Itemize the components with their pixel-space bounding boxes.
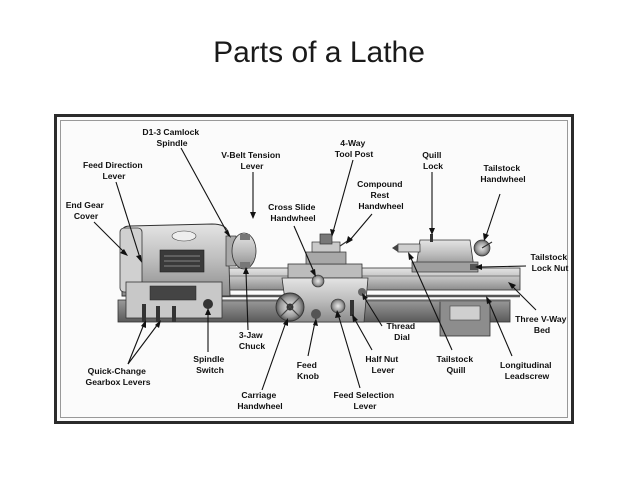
leader-four-way-tool-post xyxy=(332,159,354,233)
arrowhead-v-belt-tension-lever xyxy=(250,212,256,219)
leader-feed-direction-lever xyxy=(115,181,141,259)
label-feed-selection-lever: Feed Selection Lever xyxy=(333,390,396,411)
gearbox-lever-3 xyxy=(172,306,176,322)
speed-chart-grid xyxy=(164,255,200,267)
thread-dial-graphic xyxy=(358,288,366,296)
arrowhead-longitudinal-leadscrew xyxy=(486,296,492,304)
arrowhead-tailstock-handwheel xyxy=(483,233,489,241)
part-labels: D1-3 Camlock Spindle Feed Direction Leve… xyxy=(66,127,569,411)
feed-knob-graphic xyxy=(311,309,321,319)
tailstock-center xyxy=(392,244,398,252)
leader-quick-change-gearbox-levers-2 xyxy=(127,323,159,365)
leader-end-gear-cover xyxy=(93,221,125,253)
leader-carriage-handwheel xyxy=(261,321,287,391)
label-three-v-way-bed: Three V-Way Bed xyxy=(515,314,569,335)
arrowhead-feed-knob xyxy=(313,318,318,326)
arrowhead-end-gear-cover xyxy=(120,249,128,256)
pedestal-plate xyxy=(449,305,481,321)
leader-thread-dial xyxy=(363,296,383,327)
arrowhead-feed-selection-lever xyxy=(335,310,341,318)
tool-post xyxy=(319,233,333,245)
slide-title: Parts of a Lathe xyxy=(213,36,425,69)
carriage-saddle xyxy=(287,263,363,279)
leader-cross-slide-handwheel xyxy=(293,225,315,273)
label-half-nut-lever: Half Nut Lever xyxy=(365,354,400,375)
leader-three-jaw-chuck xyxy=(245,271,249,331)
leader-feed-selection-lever xyxy=(337,313,361,389)
arrowhead-spindle-switch xyxy=(205,308,211,315)
chuck-jaw-top xyxy=(240,234,250,240)
label-cross-slide-handwheel: Cross Slide Handwheel xyxy=(268,202,318,223)
arrowhead-thread-dial xyxy=(362,293,368,300)
arrowhead-tailstock-quill xyxy=(408,252,414,260)
label-spindle-switch: Spindle Switch xyxy=(193,354,226,375)
label-carriage-handwheel: Carriage Handwheel xyxy=(237,390,282,411)
arrowhead-feed-direction-lever xyxy=(136,255,142,263)
arrowhead-d1-3-camlock-spindle xyxy=(224,230,231,238)
carriage-handwheel-spoke-2 xyxy=(279,296,301,318)
label-tailstock-lock-nut: Tailstock Lock Nut xyxy=(530,252,569,273)
tailstock-handwheel-handle xyxy=(481,241,493,249)
label-end-gear-cover: End Gear Cover xyxy=(66,200,107,221)
label-feed-direction-lever: Feed Direction Lever xyxy=(83,160,145,181)
leader-lines xyxy=(93,147,537,391)
arrowhead-three-jaw-chuck xyxy=(243,267,249,274)
chuck-body xyxy=(231,232,257,270)
arrowhead-quill-lock xyxy=(429,228,435,235)
arrowhead-half-nut-lever xyxy=(352,314,358,322)
arrowhead-four-way-tool-post xyxy=(330,229,335,237)
arrowhead-quick-change-gearbox-levers xyxy=(141,320,146,328)
label-thread-dial: Thread Dial xyxy=(386,321,417,342)
label-feed-knob: Feed Knob xyxy=(297,360,319,381)
arrowhead-three-v-way-bed xyxy=(508,282,516,289)
feed-selection-knob-graphic xyxy=(330,298,346,314)
arrowhead-quick-change-gearbox-levers-2 xyxy=(155,320,161,328)
label-d1-3-camlock-spindle: D1-3 Camlock Spindle xyxy=(142,127,201,148)
label-v-belt-tension-lever: V-Belt Tension Lever xyxy=(221,150,282,171)
label-longitudinal-leadscrew: Longitudinal Leadscrew xyxy=(500,360,554,381)
gearbox-lever-2 xyxy=(156,306,160,322)
tailstock-base xyxy=(411,261,479,273)
label-four-way-tool-post: 4-Way Tool Post xyxy=(335,138,374,159)
tailstock-lock-nut-graphic xyxy=(470,264,478,270)
label-compound-rest-handwheel: Compound Rest Handwheel xyxy=(357,179,405,211)
label-quick-change-gearbox-levers: Quick-Change Gearbox Levers xyxy=(86,366,151,387)
lathe-figure-inner-border xyxy=(60,120,568,418)
leader-half-nut-lever xyxy=(353,317,373,351)
quill-lock-handle xyxy=(430,234,433,242)
leader-tailstock-lock-nut xyxy=(479,265,527,268)
leader-quick-change-gearbox-levers xyxy=(127,323,145,365)
leader-longitudinal-leadscrew xyxy=(487,299,513,357)
leader-three-v-way-bed xyxy=(511,285,537,311)
tailstock-quill xyxy=(397,243,421,253)
chuck-jaw-bottom xyxy=(240,262,250,268)
arrowhead-compound-rest-handwheel xyxy=(346,236,353,244)
leader-compound-rest-handwheel xyxy=(349,213,373,241)
gearbox-lever-1 xyxy=(142,304,146,322)
cross-slide xyxy=(305,251,347,265)
label-quill-lock: Quill Lock xyxy=(422,150,444,171)
arrowhead-carriage-handwheel xyxy=(283,318,288,326)
label-tailstock-quill: Tailstock Quill xyxy=(436,354,475,375)
arrowhead-cross-slide-handwheel xyxy=(310,269,316,277)
logo-badge xyxy=(171,230,197,242)
half-nut-lever-graphic xyxy=(350,300,354,316)
cross-slide-handwheel-graphic xyxy=(311,274,325,288)
gearbox-panel xyxy=(149,285,197,301)
leader-feed-knob xyxy=(307,321,316,357)
label-three-jaw-chuck: 3-Jaw Chuck xyxy=(239,330,265,351)
lathe-illustration xyxy=(117,223,521,337)
leader-tailstock-handwheel xyxy=(485,193,501,237)
leader-d1-3-camlock-spindle xyxy=(180,147,229,235)
spindle-switch-knob xyxy=(203,299,213,309)
label-tailstock-handwheel: Tailstock Handwheel xyxy=(480,163,525,184)
arrowhead-tailstock-lock-nut xyxy=(475,264,482,270)
leader-tailstock-quill xyxy=(409,255,453,351)
